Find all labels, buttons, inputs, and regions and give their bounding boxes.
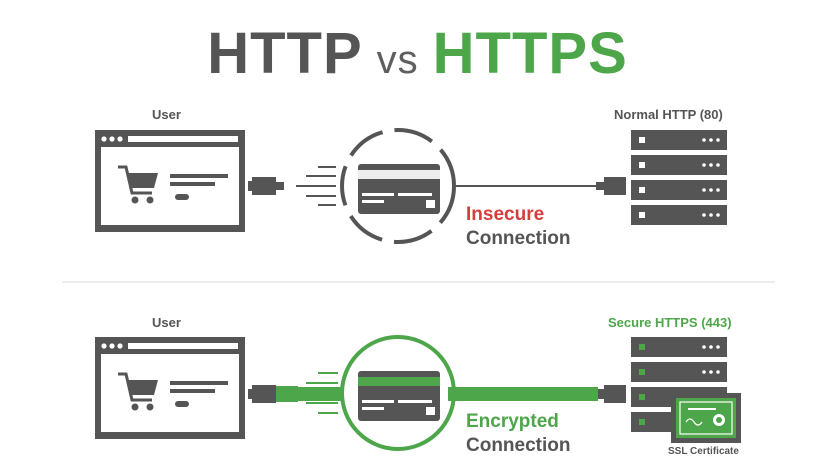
diagram-title: HTTP vs HTTPS	[0, 22, 835, 92]
bottom-server-label: Secure HTTPS (443)	[608, 315, 732, 330]
bottom-credit-card-icon	[358, 371, 440, 421]
title-https: HTTPS	[432, 21, 628, 86]
bottom-pipe-left	[296, 387, 348, 401]
bottom-user-label: User	[152, 315, 181, 330]
encrypted-label: Encrypted	[466, 411, 559, 432]
connection-label: Connection	[466, 435, 571, 456]
bottom-pipe-right	[448, 387, 598, 401]
top-credit-card-icon	[358, 164, 440, 214]
connection-label: Connection	[466, 228, 571, 249]
top-speed-lines	[296, 166, 336, 206]
top-dashed-circle	[340, 128, 456, 244]
top-right-plug	[596, 177, 626, 195]
ssl-certificate-label: SSL Certificate	[668, 446, 739, 457]
bottom-left-plug	[248, 385, 298, 403]
bottom-browser-window	[95, 337, 245, 439]
top-connection-caption: Insecure Connection	[466, 203, 571, 251]
top-left-plug	[248, 177, 284, 195]
insecure-label: Insecure	[466, 204, 545, 225]
shopping-cart-icon	[118, 372, 158, 411]
title-vs: vs	[376, 38, 419, 82]
top-server-label: Normal HTTP (80)	[614, 107, 723, 122]
top-user-label: User	[152, 107, 181, 122]
top-server-icon	[631, 130, 727, 225]
title-http: HTTP	[207, 21, 363, 86]
top-browser-window	[95, 130, 245, 232]
bottom-right-plug	[598, 385, 626, 403]
ssl-certificate-icon	[671, 393, 741, 443]
bottom-connection-caption: Encrypted Connection	[466, 410, 571, 458]
shopping-cart-icon	[118, 165, 158, 204]
